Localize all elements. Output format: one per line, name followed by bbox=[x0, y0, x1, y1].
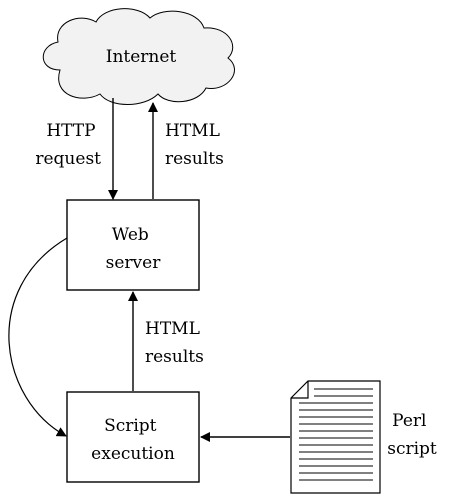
document-icon bbox=[290, 380, 381, 494]
document-fold-icon bbox=[291, 381, 309, 399]
server-to-script-curve-arrow bbox=[8, 237, 68, 437]
perl-script-label: Perl script bbox=[387, 411, 437, 459]
perl-script-document: Perl script bbox=[290, 380, 437, 494]
script-execution-node: Script execution bbox=[66, 391, 200, 483]
html-results-to-internet-label: HTML results bbox=[165, 121, 225, 169]
script-execution-box bbox=[66, 391, 200, 483]
web-server-node: Web server bbox=[66, 199, 200, 291]
http-request-label: HTTP request bbox=[35, 121, 101, 169]
internet-cloud: Internet bbox=[42, 8, 235, 105]
internet-label: Internet bbox=[106, 47, 177, 67]
web-server-label: Web server bbox=[106, 225, 162, 273]
document-text-lines bbox=[299, 388, 373, 481]
web-server-box bbox=[66, 199, 200, 291]
cloud-icon bbox=[42, 8, 235, 105]
html-results-to-server-label: HTML results bbox=[145, 319, 205, 367]
script-execution-label: Script execution bbox=[91, 416, 175, 464]
